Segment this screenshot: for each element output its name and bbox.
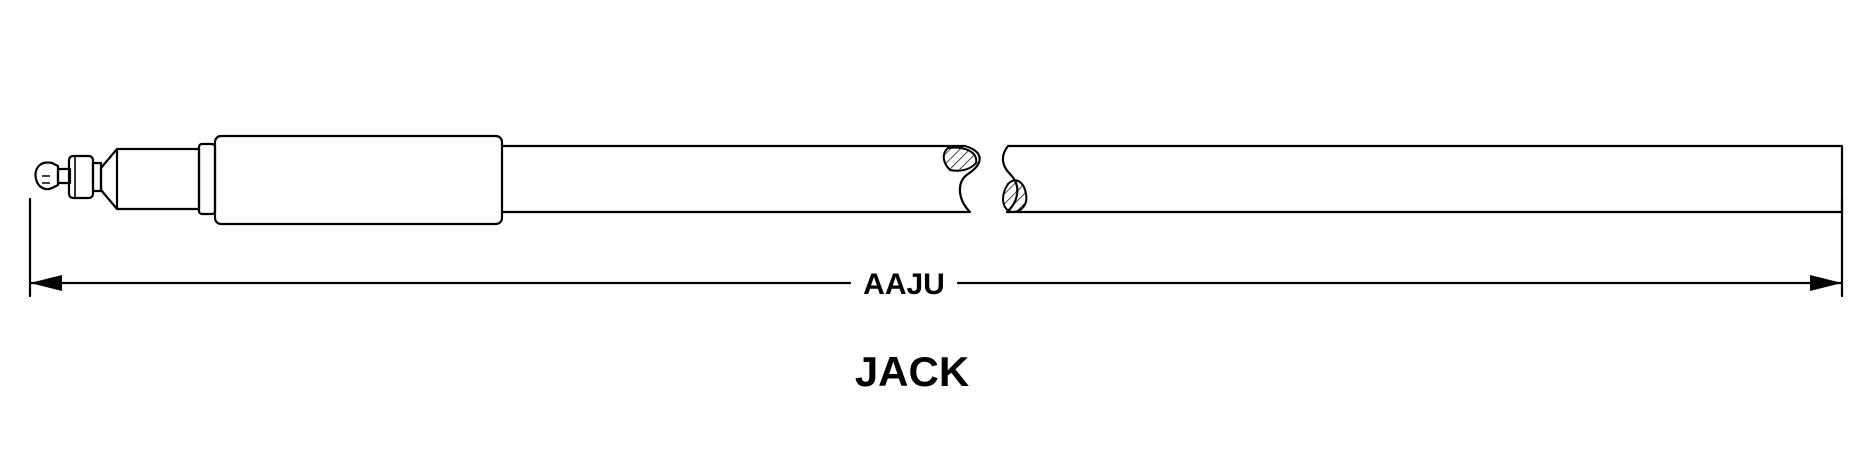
- overall-length-dimension: AAJU: [28, 197, 1844, 301]
- jack-handle: [213, 134, 504, 226]
- part-name-title: JACK: [855, 348, 969, 395]
- jack-sleeve: [99, 142, 217, 216]
- cable-segment-right: [1001, 144, 1844, 214]
- arrowhead-left: [30, 275, 62, 291]
- cable-break-hatch-right: [1002, 179, 1028, 214]
- jack-tip: [34, 161, 72, 191]
- dimension-label: AAJU: [863, 268, 945, 301]
- cable-break-hatch-left: [942, 146, 978, 172]
- jack-collar: [67, 154, 103, 200]
- arrowhead-right: [1810, 275, 1842, 291]
- cable-segment-left: [500, 144, 981, 214]
